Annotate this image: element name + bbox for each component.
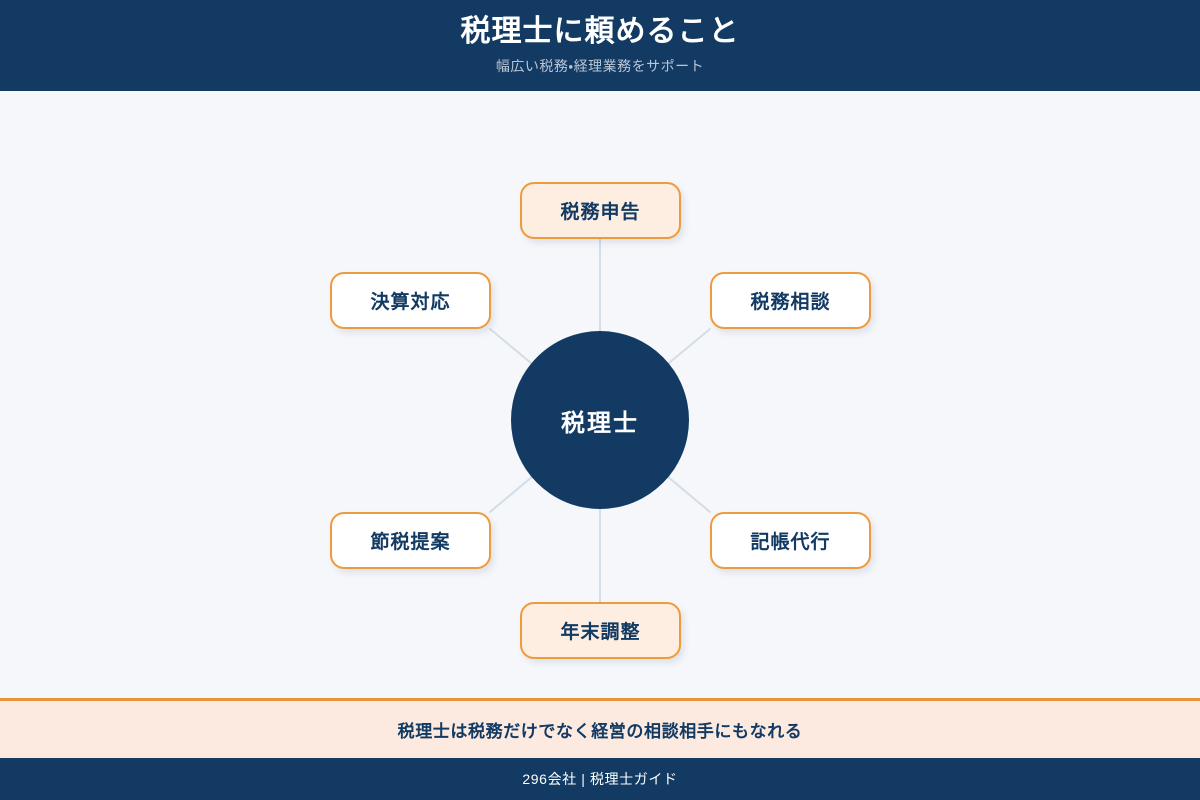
takeaway-banner: 税理士は税務だけでなく経営の相談相手にもなれる — [0, 698, 1200, 758]
diagram-node-top-left[interactable]: 決算対応 — [330, 272, 491, 329]
diagram-node-bottom-right[interactable]: 記帳代行 — [710, 512, 871, 569]
page-title: 税理士に頼めること — [460, 14, 740, 48]
diagram-node-label: 決算対応 — [370, 292, 451, 313]
diagram-node-top[interactable]: 税務申告 — [520, 182, 681, 239]
diagram-node-label: 記帳代行 — [750, 532, 831, 553]
diagram-node-bottom[interactable]: 年末調整 — [520, 602, 681, 659]
footer-text: 296会社 | 税理士ガイド — [522, 771, 678, 787]
page-subtitle: 幅広い税務・経理業務をサポート — [495, 58, 705, 75]
page-footer: 296会社 | 税理士ガイド — [0, 758, 1200, 800]
diagram-node-label: 年末調整 — [560, 622, 641, 643]
diagram-node-label: 節税提案 — [370, 532, 451, 553]
central-hub-node[interactable]: 税理士 — [511, 331, 689, 509]
page-header: 税理士に頼めること 幅広い税務・経理業務をサポート — [0, 0, 1200, 91]
central-hub-label: 税理士 — [561, 409, 639, 437]
diagram-node-label: 税務申告 — [560, 202, 641, 223]
takeaway-banner-text: 税理士は税務だけでなく経営の相談相手にもなれる — [397, 722, 803, 741]
diagram-node-label: 税務相談 — [750, 292, 831, 313]
diagram-node-top-right[interactable]: 税務相談 — [710, 272, 871, 329]
diagram-node-bottom-left[interactable]: 節税提案 — [330, 512, 491, 569]
diagram-canvas: 税理士 税務申告 税務相談 記帳代行 年末調整 節税提案 決算対応 — [0, 91, 1200, 698]
